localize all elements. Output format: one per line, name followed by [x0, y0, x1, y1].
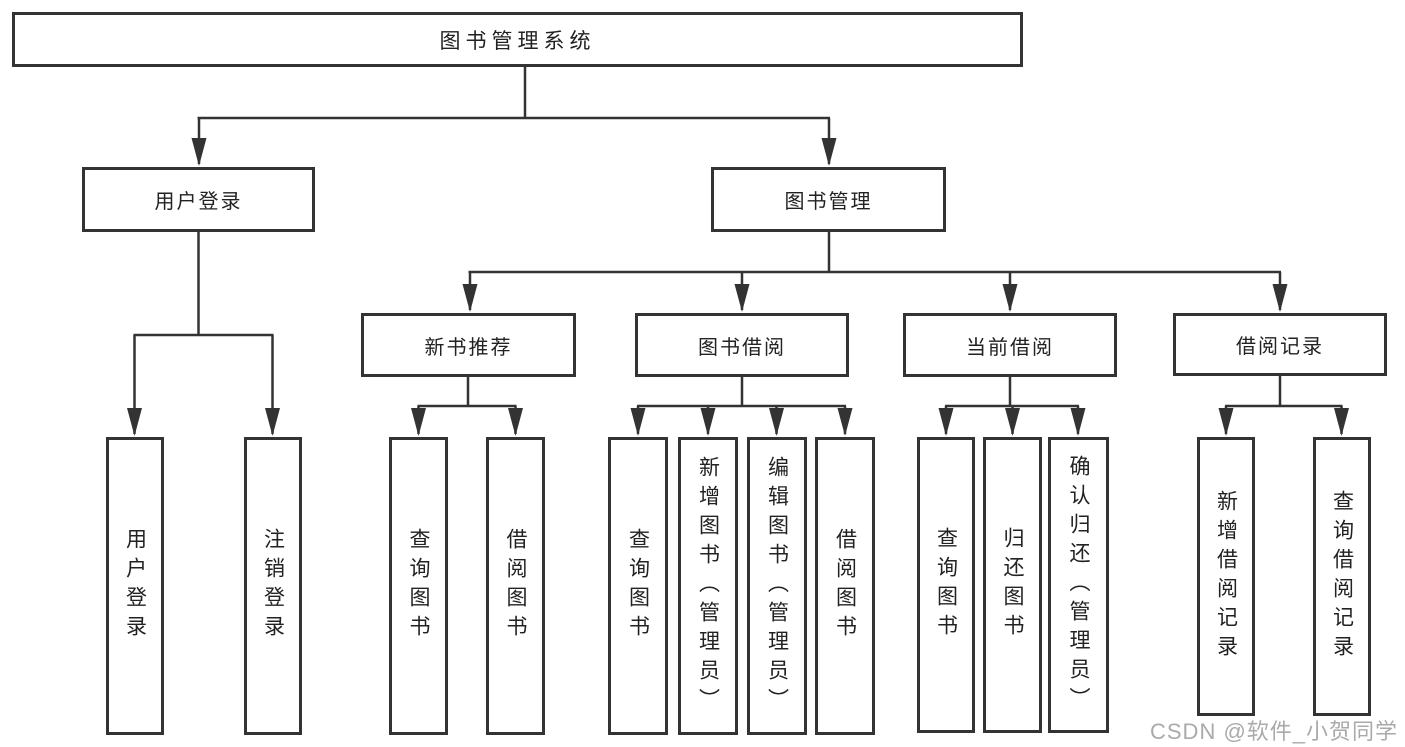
- node-book-borrow: 图书借阅: [635, 313, 849, 377]
- node-label: 当前借阅: [966, 336, 1054, 359]
- leaf-label: 新增图书（管理员）: [696, 455, 720, 717]
- leaf-return-books: 归还图书: [983, 437, 1042, 733]
- leaf-query-borrow-record: 查询借阅记录: [1313, 437, 1371, 716]
- leaf-label: 编辑图书（管理员）: [765, 455, 789, 717]
- node-label: 图书管理: [784, 191, 873, 213]
- leaf-query-books: 查询图书: [389, 437, 448, 735]
- leaf-label: 查询图书: [626, 528, 650, 644]
- node-user-login: 用户登录: [82, 167, 315, 232]
- node-label: 新书推荐: [424, 336, 513, 359]
- leaf-add-books-admin: 新增图书（管理员）: [678, 437, 738, 735]
- leaf-edit-books-admin: 编辑图书（管理员）: [747, 437, 807, 735]
- leaf-user-login: 用户登录: [106, 437, 164, 735]
- node-label: 用户登录: [154, 191, 243, 213]
- node-library-management-system: 图书管理系统: [12, 12, 1023, 67]
- leaf-label: 查询借阅记录: [1330, 489, 1354, 664]
- leaf-add-borrow-record: 新增借阅记录: [1197, 437, 1255, 716]
- leaf-confirm-return-admin: 确认归还（管理员）: [1048, 437, 1109, 733]
- leaf-label: 借阅图书: [833, 528, 857, 644]
- leaf-query-books-3: 查询图书: [917, 437, 975, 733]
- leaf-label: 查询图书: [407, 528, 430, 644]
- leaf-label: 查询图书: [934, 527, 958, 643]
- node-current-borrow: 当前借阅: [903, 313, 1117, 377]
- node-book-management: 图书管理: [711, 167, 946, 232]
- leaf-label: 注销登录: [261, 528, 285, 644]
- leaf-logout: 注销登录: [244, 437, 302, 735]
- leaf-label: 确认归还（管理员）: [1067, 454, 1090, 716]
- node-label: 图书借阅: [698, 336, 786, 359]
- node-new-book-recommend: 新书推荐: [361, 313, 576, 377]
- node-borrow-records: 借阅记录: [1173, 313, 1387, 376]
- leaf-query-books-2: 查询图书: [608, 437, 668, 735]
- watermark: CSDN @软件_小贺同学: [1150, 719, 1399, 744]
- leaf-borrow-books-2: 借阅图书: [815, 437, 875, 735]
- leaf-label: 借阅图书: [504, 528, 527, 644]
- leaf-label: 用户登录: [123, 528, 147, 644]
- leaf-label: 归还图书: [1001, 527, 1024, 643]
- leaf-label: 新增借阅记录: [1214, 489, 1238, 664]
- leaf-borrow-books: 借阅图书: [486, 437, 545, 735]
- node-label: 借阅记录: [1236, 336, 1324, 358]
- node-label: 图书管理系统: [439, 29, 596, 53]
